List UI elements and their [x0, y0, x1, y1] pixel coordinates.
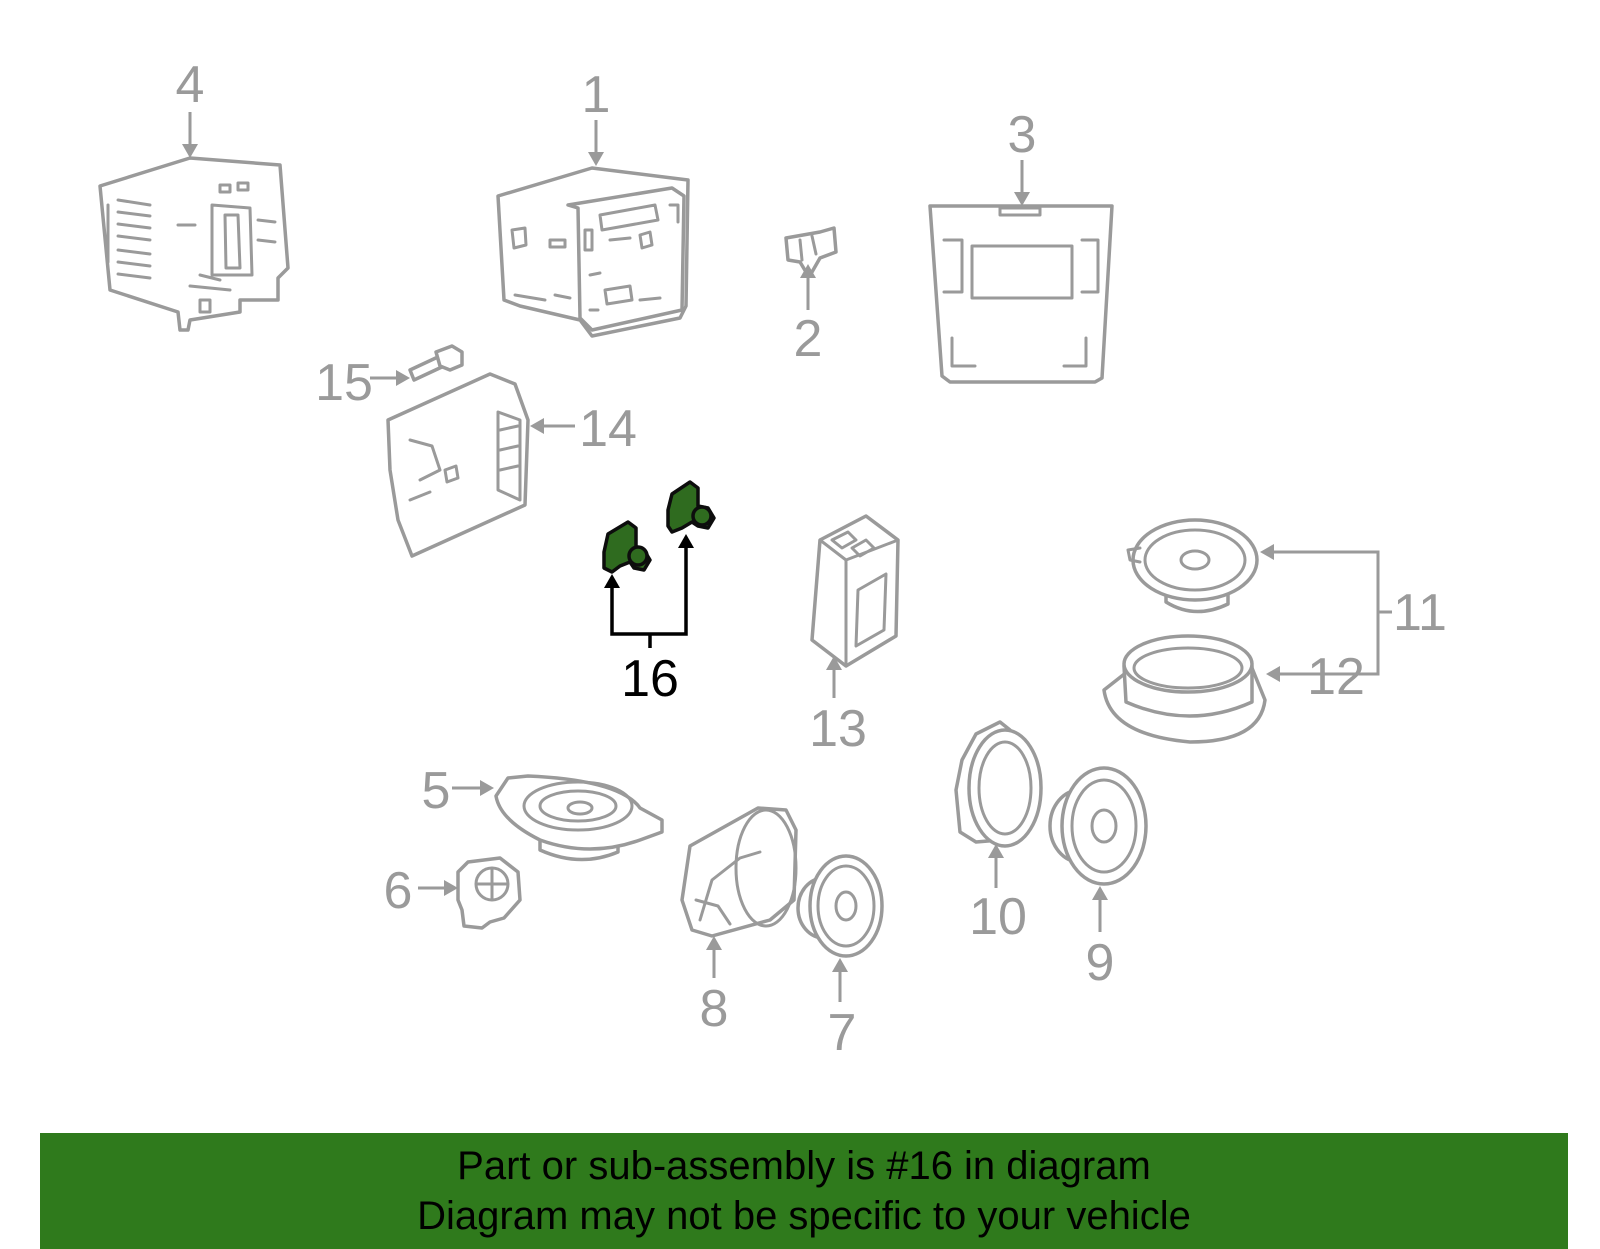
part-6-tweeter[interactable] [456, 856, 522, 930]
part-13-amplifier[interactable] [810, 514, 900, 668]
callout-5: 5 [422, 762, 451, 820]
callout-16[interactable]: 16 [621, 650, 679, 708]
callout-3: 3 [1008, 106, 1037, 164]
callout-12: 12 [1307, 648, 1365, 706]
part-1-radio-unit[interactable] [496, 166, 690, 338]
part-15-bolt[interactable] [408, 344, 464, 382]
part-2-clip[interactable] [784, 226, 838, 274]
callout-11: 11 [1393, 584, 1447, 642]
callout-9: 9 [1086, 934, 1115, 992]
callout-6: 6 [384, 862, 413, 920]
part-7-speaker[interactable] [796, 854, 884, 958]
callout-10: 10 [969, 888, 1027, 946]
callout-1: 1 [582, 66, 611, 124]
part-16-sensors[interactable] [602, 480, 716, 574]
part-14-module[interactable] [386, 372, 530, 558]
callout-13: 13 [809, 700, 867, 758]
callout-4: 4 [176, 56, 205, 114]
callout-14: 14 [579, 400, 637, 458]
part-3-faceplate[interactable] [928, 204, 1114, 384]
part-11-speaker[interactable] [1126, 518, 1259, 614]
banner-line-1: Part or sub-assembly is #16 in diagram [457, 1144, 1151, 1188]
info-banner: Part or sub-assembly is #16 in diagram D… [40, 1133, 1568, 1249]
part-8-speaker-bracket[interactable] [680, 806, 798, 938]
part-12-speaker-adapter[interactable] [1102, 634, 1267, 744]
callout-2: 2 [794, 310, 823, 368]
callout-16-leader [604, 534, 694, 648]
part-5-speaker-housing[interactable] [494, 774, 664, 862]
part-10-speaker[interactable] [954, 720, 1043, 848]
callout-15: 15 [315, 354, 373, 412]
banner-line-2: Diagram may not be specific to your vehi… [417, 1194, 1191, 1238]
part-4-radio-bracket[interactable] [98, 156, 290, 332]
leader-lines [182, 112, 1392, 1002]
callout-8: 8 [700, 980, 729, 1038]
part-9-speaker[interactable] [1048, 766, 1148, 886]
callout-7: 7 [828, 1004, 857, 1062]
